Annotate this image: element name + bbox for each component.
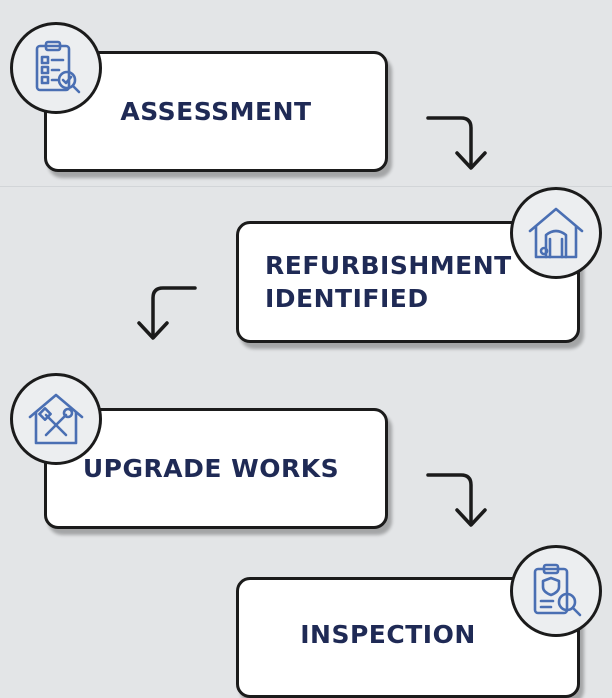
- step-label-refurbishment: REFURBISHMENT: [265, 251, 512, 280]
- clipboard-checklist-icon: [10, 22, 102, 114]
- arrow-right-down-1: [425, 110, 495, 180]
- step-card-upgrade-works: UPGRADE WORKS: [44, 408, 388, 529]
- step-label-identified: IDENTIFIED: [265, 284, 429, 313]
- step-card-assessment: ASSESSMENT: [44, 51, 388, 172]
- arrow-right-down-2: [425, 467, 495, 537]
- step-label-assessment: ASSESSMENT: [120, 97, 312, 126]
- clipboard-shield-search-icon: [510, 545, 602, 637]
- step-label-inspection: INSPECTION: [300, 620, 476, 649]
- background-seam: [0, 186, 612, 187]
- arrow-left-down: [127, 280, 197, 350]
- house-door-icon: [510, 187, 602, 279]
- house-tools-icon: [10, 373, 102, 465]
- step-label-upgrade-works: UPGRADE WORKS: [82, 454, 340, 483]
